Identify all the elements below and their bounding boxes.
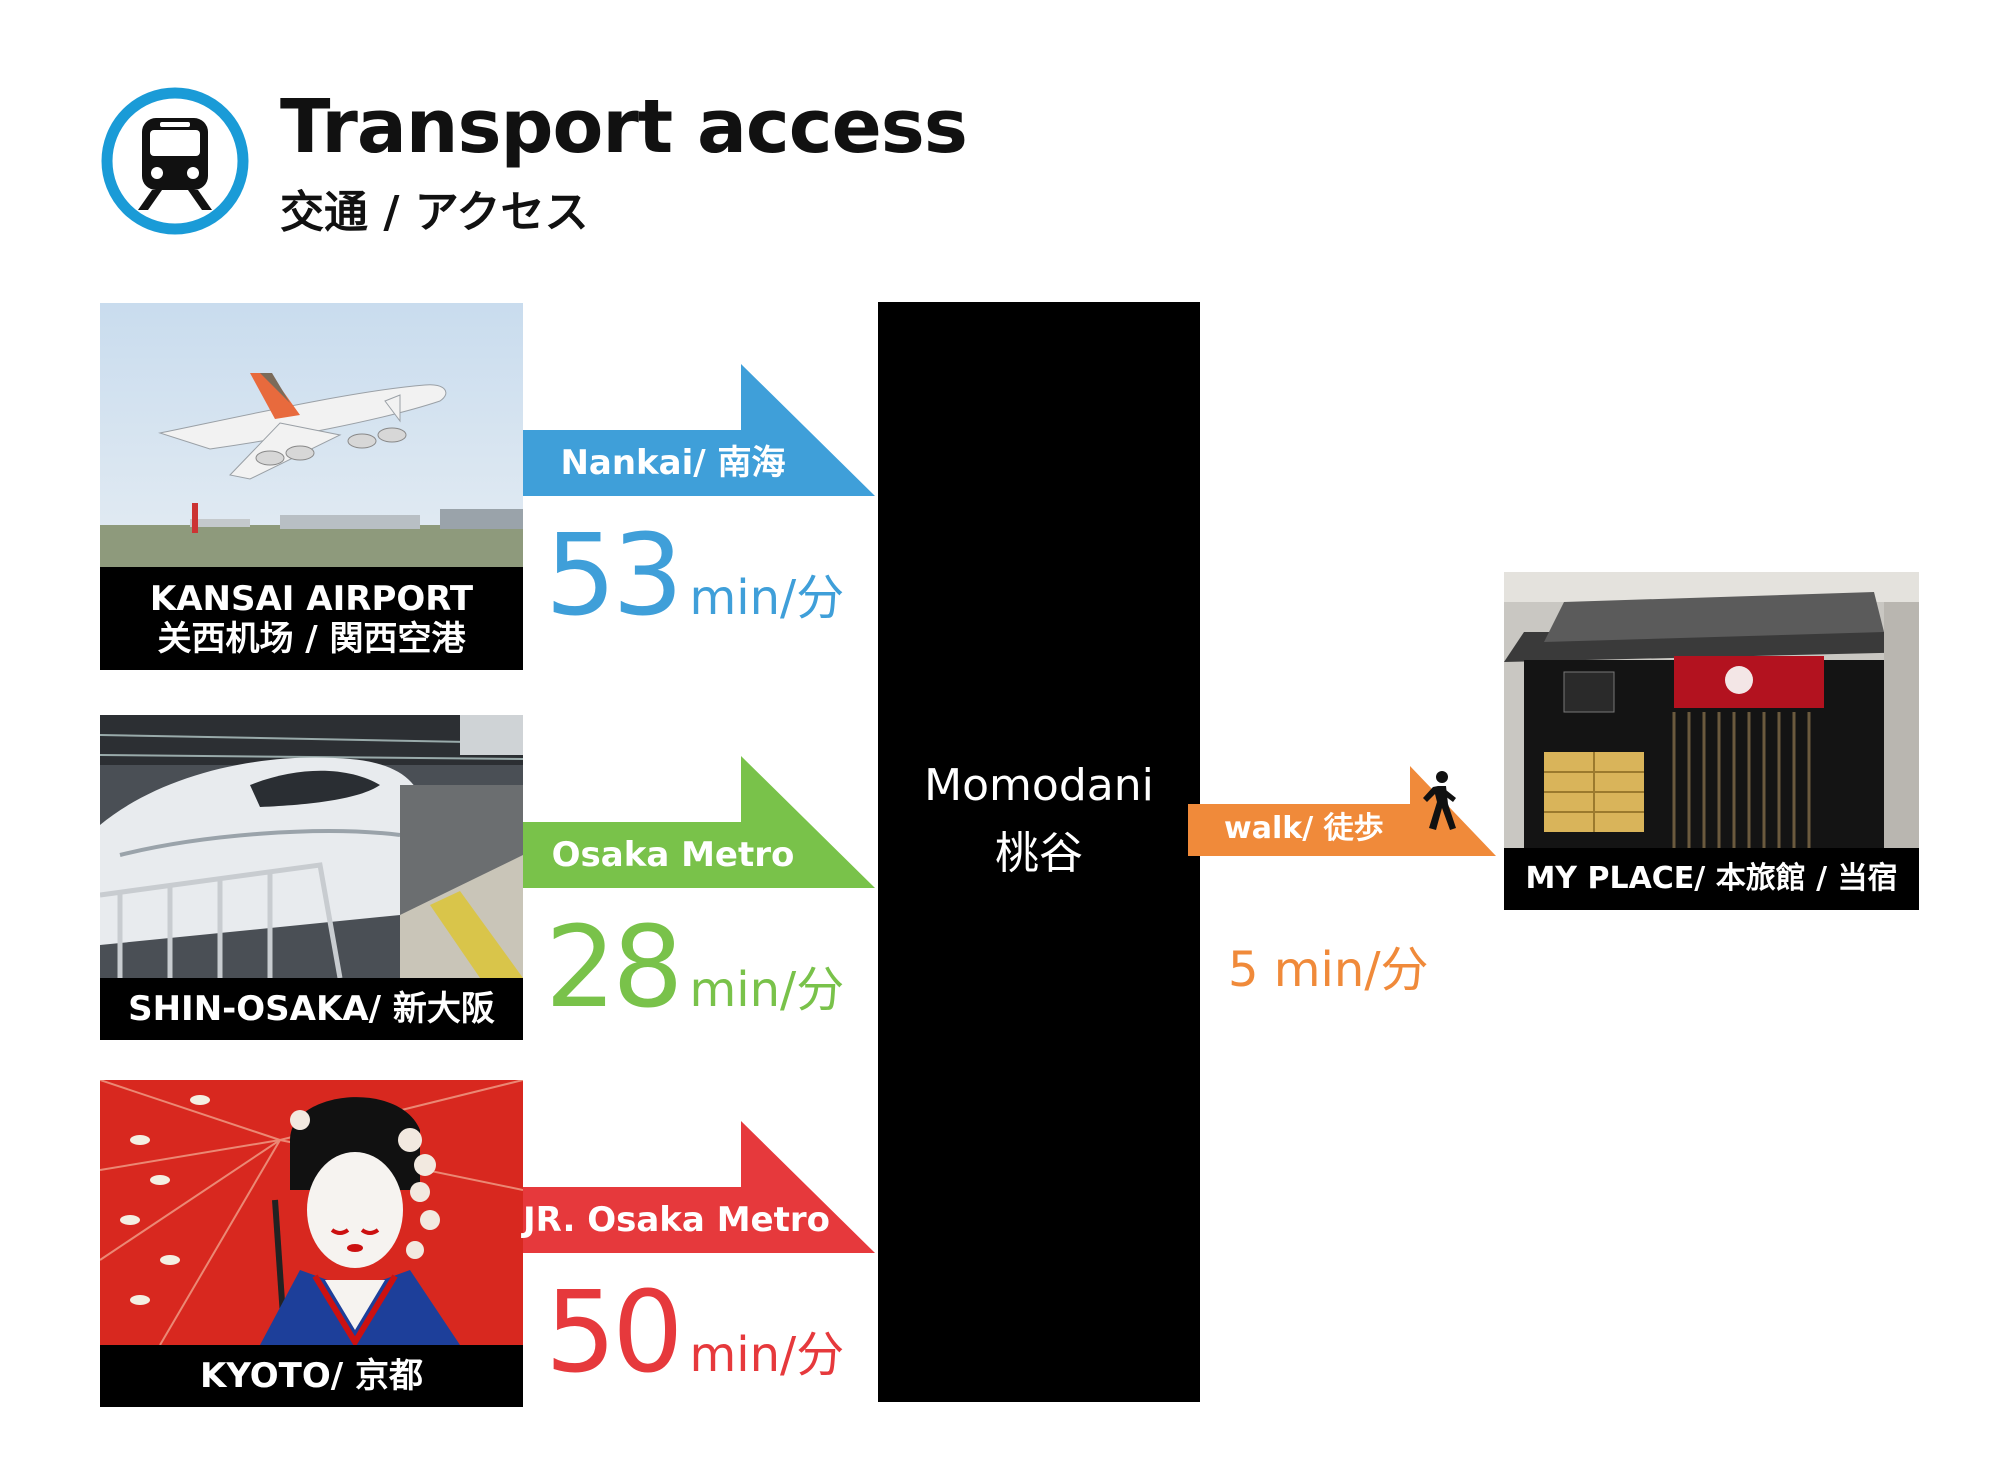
origin-kansai-airport: KANSAI AIRPORT 关西机场 / 関西空港 (100, 303, 523, 670)
route-unit: min/分 (689, 1327, 845, 1383)
origin-shin-osaka: SHIN-OSAKA/ 新大阪 (100, 715, 523, 1040)
origin-caption: KANSAI AIRPORT 关西机场 / 関西空港 (100, 567, 523, 670)
walking-person-icon (1423, 771, 1456, 830)
walk-time: 5 min/分 (1228, 942, 1429, 998)
station-name-en: Momodani (924, 760, 1154, 811)
station-momodani: Momodani 桃谷 (878, 302, 1200, 1402)
train-icon (101, 87, 249, 235)
walk-arrow: walk/ 徒歩 (1188, 766, 1496, 856)
origin-caption: SHIN-OSAKA/ 新大阪 (100, 978, 523, 1040)
route-unit: min/分 (689, 962, 845, 1018)
station-name: Momodani 桃谷 (878, 752, 1200, 888)
route-line-label: Osaka Metro (551, 835, 795, 875)
origin-caption: KYOTO/ 京都 (100, 1345, 523, 1407)
maiko-umbrella-photo (100, 1080, 523, 1345)
route-unit: min/分 (689, 570, 845, 626)
bullet-train-photo (100, 715, 523, 978)
origin-name-local: 关西机场 / 関西空港 (157, 619, 466, 659)
destination-my-place: MY PLACE/ 本旅館 / 当宿 (1504, 572, 1919, 910)
route-arrow-jr: JR. Osaka Metro (523, 1121, 875, 1253)
airplane-photo (100, 303, 523, 567)
ryokan-facade-photo (1504, 572, 1919, 848)
route-arrow-osaka-metro: Osaka Metro (523, 756, 875, 888)
origin-kyoto: KYOTO/ 京都 (100, 1080, 523, 1407)
route-minutes: 28 (545, 903, 684, 1033)
page-title: Transport access (280, 84, 968, 170)
origin-name: KANSAI AIRPORT (149, 579, 474, 619)
destination-caption: MY PLACE/ 本旅館 / 当宿 (1504, 848, 1919, 910)
route-line-label: JR. Osaka Metro (523, 1200, 830, 1240)
route-minutes: 50 (545, 1268, 684, 1398)
route-minutes: 53 (545, 511, 684, 641)
page-subtitle: 交通 / アクセス (280, 187, 589, 238)
station-name-jp: 桃谷 (995, 828, 1083, 879)
walk-label: walk/ 徒歩 (1224, 811, 1384, 846)
route-line-label: Nankai/ 南海 (560, 443, 786, 483)
route-arrow-nankai: Nankai/ 南海 (523, 364, 875, 496)
